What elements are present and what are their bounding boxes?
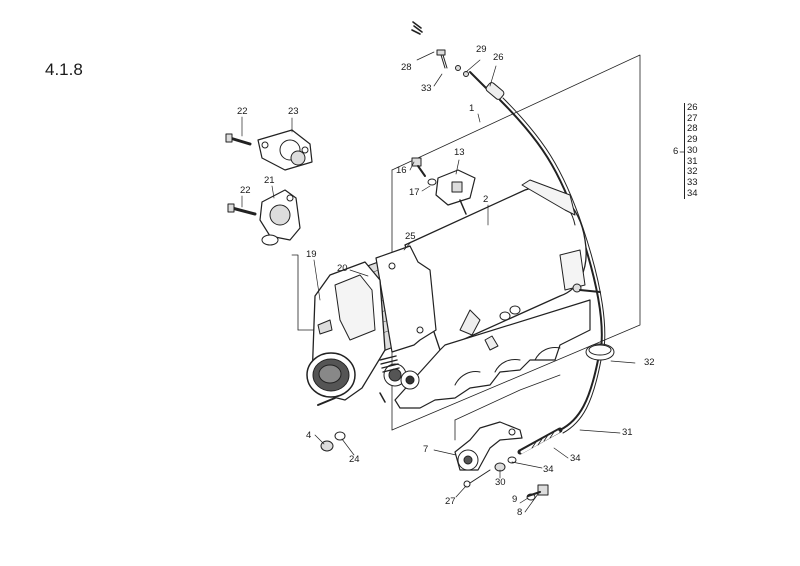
spring-icon	[411, 21, 423, 35]
callout-20: 20	[337, 263, 348, 274]
callout-32: 32	[644, 357, 655, 368]
callout-16: 16	[396, 165, 407, 176]
clip-27-icon	[463, 469, 491, 488]
kit-item: 26	[687, 102, 698, 113]
cable-adjuster-34	[517, 427, 563, 455]
screw-22a	[225, 133, 252, 146]
mounting-plane-lines	[291, 54, 641, 441]
kit-item: 34	[687, 187, 698, 199]
leader-lines	[241, 51, 685, 513]
kit-item: 28	[687, 123, 698, 135]
callout-21: 21	[264, 175, 275, 186]
callout-23: 23	[288, 106, 299, 117]
kit-contents-list: 26 27 28 29 30 31 32 33 34	[684, 102, 701, 200]
washer-24-icon	[334, 431, 346, 441]
callout-28: 28	[401, 62, 412, 73]
sensor-21	[259, 189, 301, 246]
throttle-body-19	[306, 261, 420, 406]
callout-34-lower: 34	[543, 464, 554, 475]
clip-29-icon	[455, 65, 469, 77]
lever-7	[454, 421, 523, 471]
kit-item: 33	[687, 176, 698, 188]
nipple-30-icon	[494, 456, 517, 472]
kit-item: 32	[687, 166, 698, 178]
callout-19: 19	[306, 249, 317, 260]
callout-26: 26	[493, 52, 504, 63]
callout-17: 17	[409, 187, 420, 198]
callout-1: 1	[469, 103, 475, 114]
callout-2: 2	[483, 194, 489, 205]
callout-9: 9	[512, 494, 518, 505]
sensor-13	[435, 169, 476, 215]
washer-17-icon	[427, 178, 437, 186]
callout-31: 31	[622, 427, 633, 438]
callout-24: 24	[349, 454, 360, 465]
flange-25	[375, 245, 437, 353]
callout-27: 27	[445, 496, 456, 507]
intake-runners	[394, 299, 591, 409]
callout-4: 4	[306, 430, 312, 441]
callout-33: 33	[421, 83, 432, 94]
nut-4-icon	[320, 440, 334, 452]
kit-item: 30	[687, 144, 698, 156]
callout-22-bottom: 22	[240, 185, 251, 196]
kit-item: 29	[687, 134, 698, 146]
callout-22-top: 22	[237, 106, 248, 117]
idle-valve-23	[257, 129, 313, 171]
kit-item: 27	[687, 112, 698, 124]
callout-6: 6	[673, 146, 679, 157]
callout-7: 7	[423, 444, 429, 455]
cable-grommet-32	[585, 343, 615, 361]
callout-30: 30	[495, 477, 506, 488]
plenum-body	[404, 179, 601, 351]
callout-34-right: 34	[570, 453, 581, 464]
kit-item: 31	[687, 155, 698, 167]
callout-8: 8	[517, 507, 523, 518]
bolt-8-icon	[527, 484, 549, 497]
bolt-28-icon	[436, 49, 448, 69]
callout-29: 29	[476, 44, 487, 55]
bolt-16-icon	[411, 157, 426, 177]
callout-25: 25	[405, 231, 416, 242]
section-number: 4.1.8	[45, 60, 83, 79]
screw-22b	[227, 203, 257, 216]
callout-13: 13	[454, 147, 465, 158]
